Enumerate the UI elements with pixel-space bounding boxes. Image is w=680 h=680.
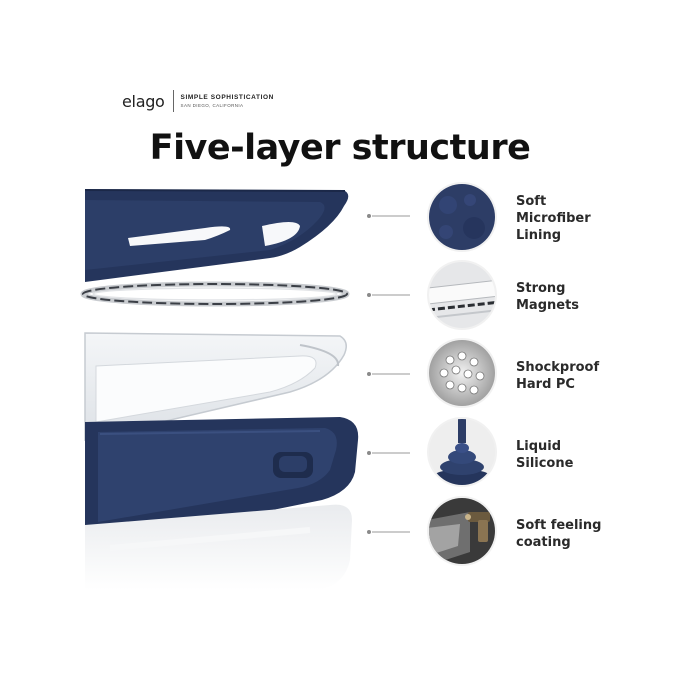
microfiber-lining-layer	[84, 189, 349, 282]
magnet-ring-icon	[427, 260, 497, 330]
label-line: Magnets	[516, 298, 580, 313]
magnet-ring-layer	[80, 281, 350, 307]
label-line: Hard PC	[516, 377, 575, 392]
label-line: Silicone	[516, 456, 574, 471]
label-line: coating	[516, 535, 571, 550]
brand-location: SAN DIEGO, CALIFORNIA	[180, 103, 244, 108]
label-line: Microfiber	[516, 211, 591, 226]
layer-label-silicone: Liquid Silicone	[516, 438, 573, 472]
label-line: Shockproof	[516, 360, 600, 375]
liquid-silicone-layer	[85, 417, 359, 548]
layer-label-hard-pc: Shockproof Hard PC	[516, 359, 599, 393]
layer-label-magnets: Strong Magnets	[516, 280, 579, 314]
brand-lockup: elago SIMPLE SOPHISTICATION SAN DIEGO, C…	[122, 88, 274, 114]
label-line: Soft	[516, 194, 547, 209]
page-title: Five-layer structure	[149, 128, 531, 168]
brand-tagline-main: SIMPLE SOPHISTICATION	[180, 94, 274, 101]
spray-coating-icon	[427, 496, 497, 566]
connector-lines	[367, 214, 410, 534]
liquid-silicone-icon	[427, 417, 497, 487]
label-line: Lining	[516, 228, 562, 243]
layer-label-coating: Soft feeling coating	[516, 517, 601, 551]
hard-pc-layer	[84, 332, 347, 441]
brand-divider	[172, 90, 174, 112]
soft-coating-layer	[85, 504, 352, 590]
microfiber-swatch-icon	[427, 182, 497, 252]
brand-tagline: SIMPLE SOPHISTICATION SAN DIEGO, CALIFOR…	[181, 94, 274, 108]
label-line: Soft feeling	[516, 518, 602, 533]
layer-label-microfiber: Soft Microfiber Lining	[516, 193, 591, 244]
label-line: Strong	[516, 281, 566, 296]
label-line: Liquid	[516, 439, 562, 454]
hard-pc-pellets-icon	[427, 338, 497, 408]
elago-logo: elago	[122, 91, 165, 111]
